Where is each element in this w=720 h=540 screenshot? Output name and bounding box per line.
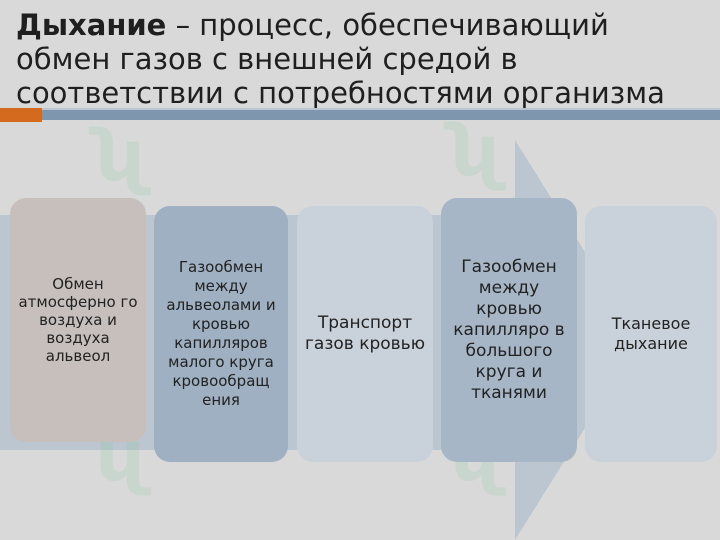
step-label: Газообмен между кровью капилляро в больш…	[453, 256, 565, 403]
step-box-5: Тканевое дыхание	[585, 206, 717, 462]
step-box-2: Газообмен между альвеолами и кровью капи…	[154, 206, 288, 462]
step-box-1: Обмен атмосферно го воздуха и воздуха ал…	[10, 198, 146, 442]
title-underline-bar	[42, 108, 720, 120]
title-term: Дыхание	[16, 8, 167, 42]
step-box-4: Газообмен между кровью капилляро в больш…	[441, 198, 577, 462]
step-label: Транспорт газов кровью	[304, 313, 426, 354]
title-accent-bar	[0, 108, 42, 122]
step-label: Тканевое дыхание	[611, 314, 691, 353]
title-definition: – процесс, обеспечивающий обмен газов с …	[16, 8, 665, 110]
step-label: Газообмен между альвеолами и кровью капи…	[166, 258, 276, 409]
slide-title: Дыхание – процесс, обеспечивающий обмен …	[16, 8, 706, 110]
watermark-logo: ʯ	[95, 115, 151, 197]
watermark-logo: ʯ	[450, 110, 506, 192]
step-label: Обмен атмосферно го воздуха и воздуха ал…	[18, 275, 138, 365]
step-box-3: Транспорт газов кровью	[297, 206, 433, 462]
